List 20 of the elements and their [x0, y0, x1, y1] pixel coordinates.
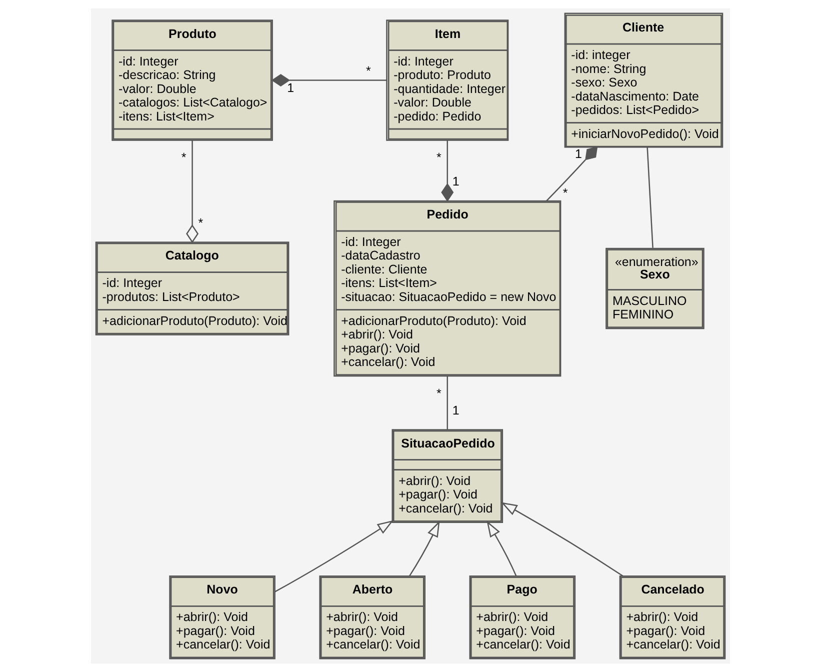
arrow — [500, 502, 623, 577]
arrow — [274, 520, 394, 592]
label: 1 — [452, 174, 459, 189]
label: * — [436, 150, 441, 165]
label: * — [366, 64, 370, 78]
label: * — [198, 216, 203, 230]
connector — [186, 140, 198, 244]
label: * — [180, 150, 186, 165]
connector — [270, 74, 386, 87]
connector — [446, 376, 448, 430]
connector — [546, 146, 598, 202]
label: 1 — [452, 404, 459, 418]
arrow — [408, 520, 440, 576]
label: * — [436, 386, 441, 401]
label: 1 — [574, 147, 582, 162]
label: 1 — [286, 80, 294, 95]
label: * — [562, 186, 568, 200]
arrow — [486, 520, 516, 576]
connector — [646, 147, 653, 248]
connector — [440, 140, 454, 202]
